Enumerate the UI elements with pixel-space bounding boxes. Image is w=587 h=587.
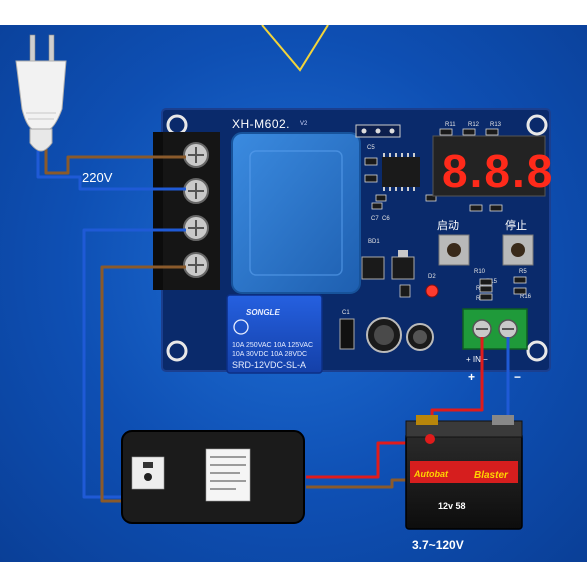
smd-components [364,128,527,301]
relay-ccc-seal-icon [233,319,249,335]
relay-rating-line2: 10A 30VDC 10A 28VDC [232,351,307,358]
screw-terminal [183,178,209,204]
screw-terminal [183,215,209,241]
decorative-yellow-v [261,25,329,72]
label-r11: R11 [445,122,456,128]
capacitor-large [366,317,402,353]
smd-resistor [399,284,411,298]
seven-segment-display: 8.8.8 [432,135,554,197]
c1-capacitor [339,318,355,350]
capacitor-small [406,323,434,351]
relay-rating-line1: 10A 250VAC 10A 125VAC [232,342,313,349]
charger-box-icon [121,430,305,524]
board-revision-label: V2 [300,121,308,127]
terminal-polarity-label: + IN − [466,355,488,364]
ac-plug-icon [15,34,67,152]
label-c6: C6 [382,216,390,222]
screw-terminal [183,252,209,278]
label-r13: R13 [490,122,502,128]
battery-spec: 12v 58 [438,501,466,511]
mount-hole [166,114,188,136]
minus-sign-label: − [514,370,521,384]
label-c7: C7 [371,216,379,222]
wire-charger-red [306,441,430,479]
mains-terminal-block [153,132,220,290]
mains-voltage-label: 220V [82,170,113,185]
battery-brand-right: Blaster [474,470,509,481]
start-button-label: 启动 [437,219,459,232]
label-r10: R10 [474,269,486,275]
battery-input-terminal [462,308,528,350]
label-r16: R16 [520,294,532,300]
battery-voltage-range-label: 3.7~120V [412,538,464,552]
label-r12: R12 [468,122,480,128]
mount-hole [166,340,188,362]
stop-button-label: 停止 [505,218,527,232]
car-battery-icon: Autobat Blaster 12v 58 [405,415,523,530]
display-digits: 8.8.8 [442,145,554,197]
label-c1: C1 [342,310,350,316]
battery-brand-left: Autobat [413,469,449,479]
diagram-canvas: XH-M602. V2 C5 R11 R12 R13 C7 C6 BD1 D2 … [15,25,554,552]
label-r5: R5 [519,269,527,275]
label-bd1: BD1 [368,239,380,245]
mount-hole [526,340,548,362]
plus-sign-label: + [468,370,475,384]
label-c5: C5 [367,145,375,151]
wires [36,149,510,503]
ic-chip [382,153,420,191]
board-model-label: XH-M602. [232,117,290,131]
wire-mains-brown [44,149,186,175]
wire-mains-blue [36,149,186,191]
voltage-regulator [361,250,415,280]
stop-button[interactable] [502,234,534,266]
transformer [231,132,361,294]
relay-model: SRD-12VDC-SL-A [232,360,306,370]
mount-hole [526,114,548,136]
wiring-diagram: XH-M602. V2 C5 R11 R12 R13 C7 C6 BD1 D2 … [0,25,587,562]
status-led [425,284,439,298]
header-pins [355,124,401,138]
relay: SONGLE 10A 250VAC 10A 125VAC 10A 30VDC 1… [226,294,323,374]
screw-terminal [183,142,209,168]
wire-charger-brown [100,265,186,503]
start-button[interactable] [438,234,470,266]
relay-brand: SONGLE [246,308,280,317]
label-d2: D2 [428,274,436,280]
